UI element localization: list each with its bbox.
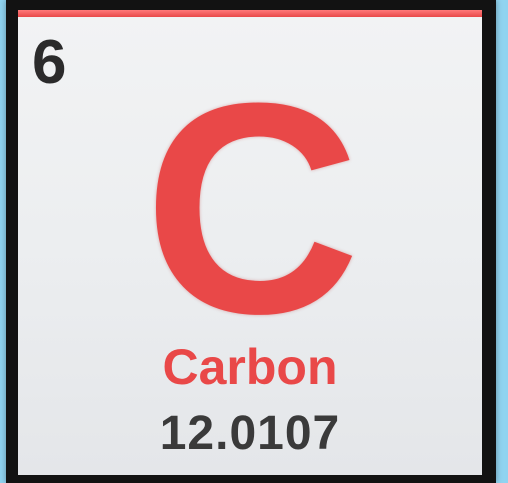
element-symbol: C	[143, 40, 361, 376]
atomic-mass: 12.0107	[159, 407, 341, 460]
atomic-number: 6	[32, 28, 67, 97]
element-name: Carbon	[162, 339, 338, 395]
element-tile: 6 C Carbon 12.0107	[6, 0, 496, 483]
top-accent-strip	[18, 10, 482, 17]
